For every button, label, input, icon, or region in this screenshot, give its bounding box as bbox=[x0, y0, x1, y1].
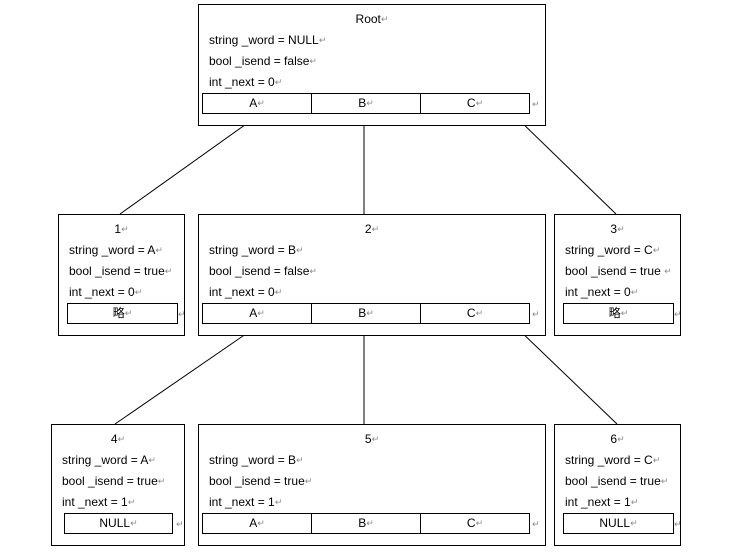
child-cell-c: C↵ bbox=[420, 94, 529, 113]
field-word: string _word = B↵ bbox=[209, 453, 304, 467]
edge-node-2-to-node-6 bbox=[515, 326, 618, 425]
field-word: string _word = C↵ bbox=[565, 453, 661, 467]
child-cell-b: B↵ bbox=[311, 514, 420, 533]
field-isend: bool _isend = true↵ bbox=[69, 264, 173, 278]
field-next: int _next = 0↵ bbox=[209, 285, 283, 299]
field-next: int _next = 0↵ bbox=[69, 285, 143, 299]
node-title: 3↵ bbox=[610, 222, 625, 236]
node-title: 4↵ bbox=[110, 432, 126, 446]
node-2: 2↵ string _word = B↵ bool _isend = false… bbox=[198, 214, 546, 336]
field-word: string _word = A↵ bbox=[69, 243, 163, 257]
child-cell-a: A↵ bbox=[249, 306, 265, 320]
child-cells: 略↵ bbox=[563, 303, 674, 324]
child-cells: A↵ B↵ C↵ bbox=[202, 513, 530, 534]
child-cell-c: C↵ bbox=[420, 304, 529, 323]
field-word: string _word = A↵ bbox=[62, 453, 156, 467]
node-root: Root↵ string _word = NULL↵ bool _isend =… bbox=[198, 4, 546, 126]
node-title: 1↵ bbox=[114, 222, 129, 236]
field-word: string _word = B↵ bbox=[209, 243, 304, 257]
child-cell-a: A↵ bbox=[249, 96, 265, 110]
field-isend: bool _isend = true↵ bbox=[62, 474, 166, 488]
node-title: 2↵ bbox=[364, 222, 380, 236]
field-isend: bool _isend = true↵ bbox=[209, 474, 313, 488]
edge-node-2-to-node-4 bbox=[114, 326, 257, 425]
child-cell-c: C↵ bbox=[420, 514, 529, 533]
field-word: string _word = NULL↵ bbox=[209, 33, 327, 47]
field-next: int _next = 0↵ bbox=[209, 75, 283, 89]
field-next: int _next = 1↵ bbox=[62, 495, 136, 509]
field-isend: bool _isend = false↵ bbox=[209, 54, 317, 68]
node-title: Root↵ bbox=[355, 12, 389, 26]
child-cells: NULL↵ bbox=[64, 513, 173, 534]
child-cell-b: B↵ bbox=[311, 94, 420, 113]
child-cell-null: NULL↵ bbox=[599, 516, 638, 530]
field-next: int _next = 1↵ bbox=[565, 495, 639, 509]
child-cells: A↵ B↵ C↵ bbox=[202, 93, 530, 114]
child-cells: NULL↵ bbox=[563, 513, 674, 534]
child-cell-omitted: 略↵ bbox=[608, 306, 629, 320]
child-cell-b: B↵ bbox=[311, 304, 420, 323]
child-cell-a: A↵ bbox=[249, 516, 265, 530]
child-cell-null: NULL↵ bbox=[99, 516, 138, 530]
node-1: 1↵ string _word = A↵ bool _isend = true↵… bbox=[58, 214, 186, 336]
node-title: 6↵ bbox=[610, 432, 625, 446]
field-isend: bool _isend = true↵ bbox=[565, 474, 669, 488]
field-isend: bool _isend = true ↵ bbox=[565, 264, 672, 278]
field-isend: bool _isend = false↵ bbox=[209, 264, 317, 278]
child-cell-omitted: 略↵ bbox=[112, 306, 133, 320]
child-cells: A↵ B↵ C↵ bbox=[202, 303, 530, 324]
edge-root-to-node-1 bbox=[119, 116, 257, 215]
field-word: string _word = C↵ bbox=[565, 243, 661, 257]
child-cells: 略↵ bbox=[67, 303, 178, 324]
node-title: 5↵ bbox=[364, 432, 380, 446]
field-next: int _next = 0↵ bbox=[565, 285, 639, 299]
node-5: 5↵ string _word = B↵ bool _isend = true↵… bbox=[198, 424, 546, 546]
node-3: 3↵ string _word = C↵ bool _isend = true … bbox=[554, 214, 682, 336]
node-4: 4↵ string _word = A↵ bool _isend = true↵… bbox=[51, 424, 185, 546]
edge-root-to-node-3 bbox=[515, 116, 617, 215]
node-6: 6↵ string _word = C↵ bool _isend = true↵… bbox=[554, 424, 682, 546]
field-next: int _next = 1↵ bbox=[209, 495, 283, 509]
